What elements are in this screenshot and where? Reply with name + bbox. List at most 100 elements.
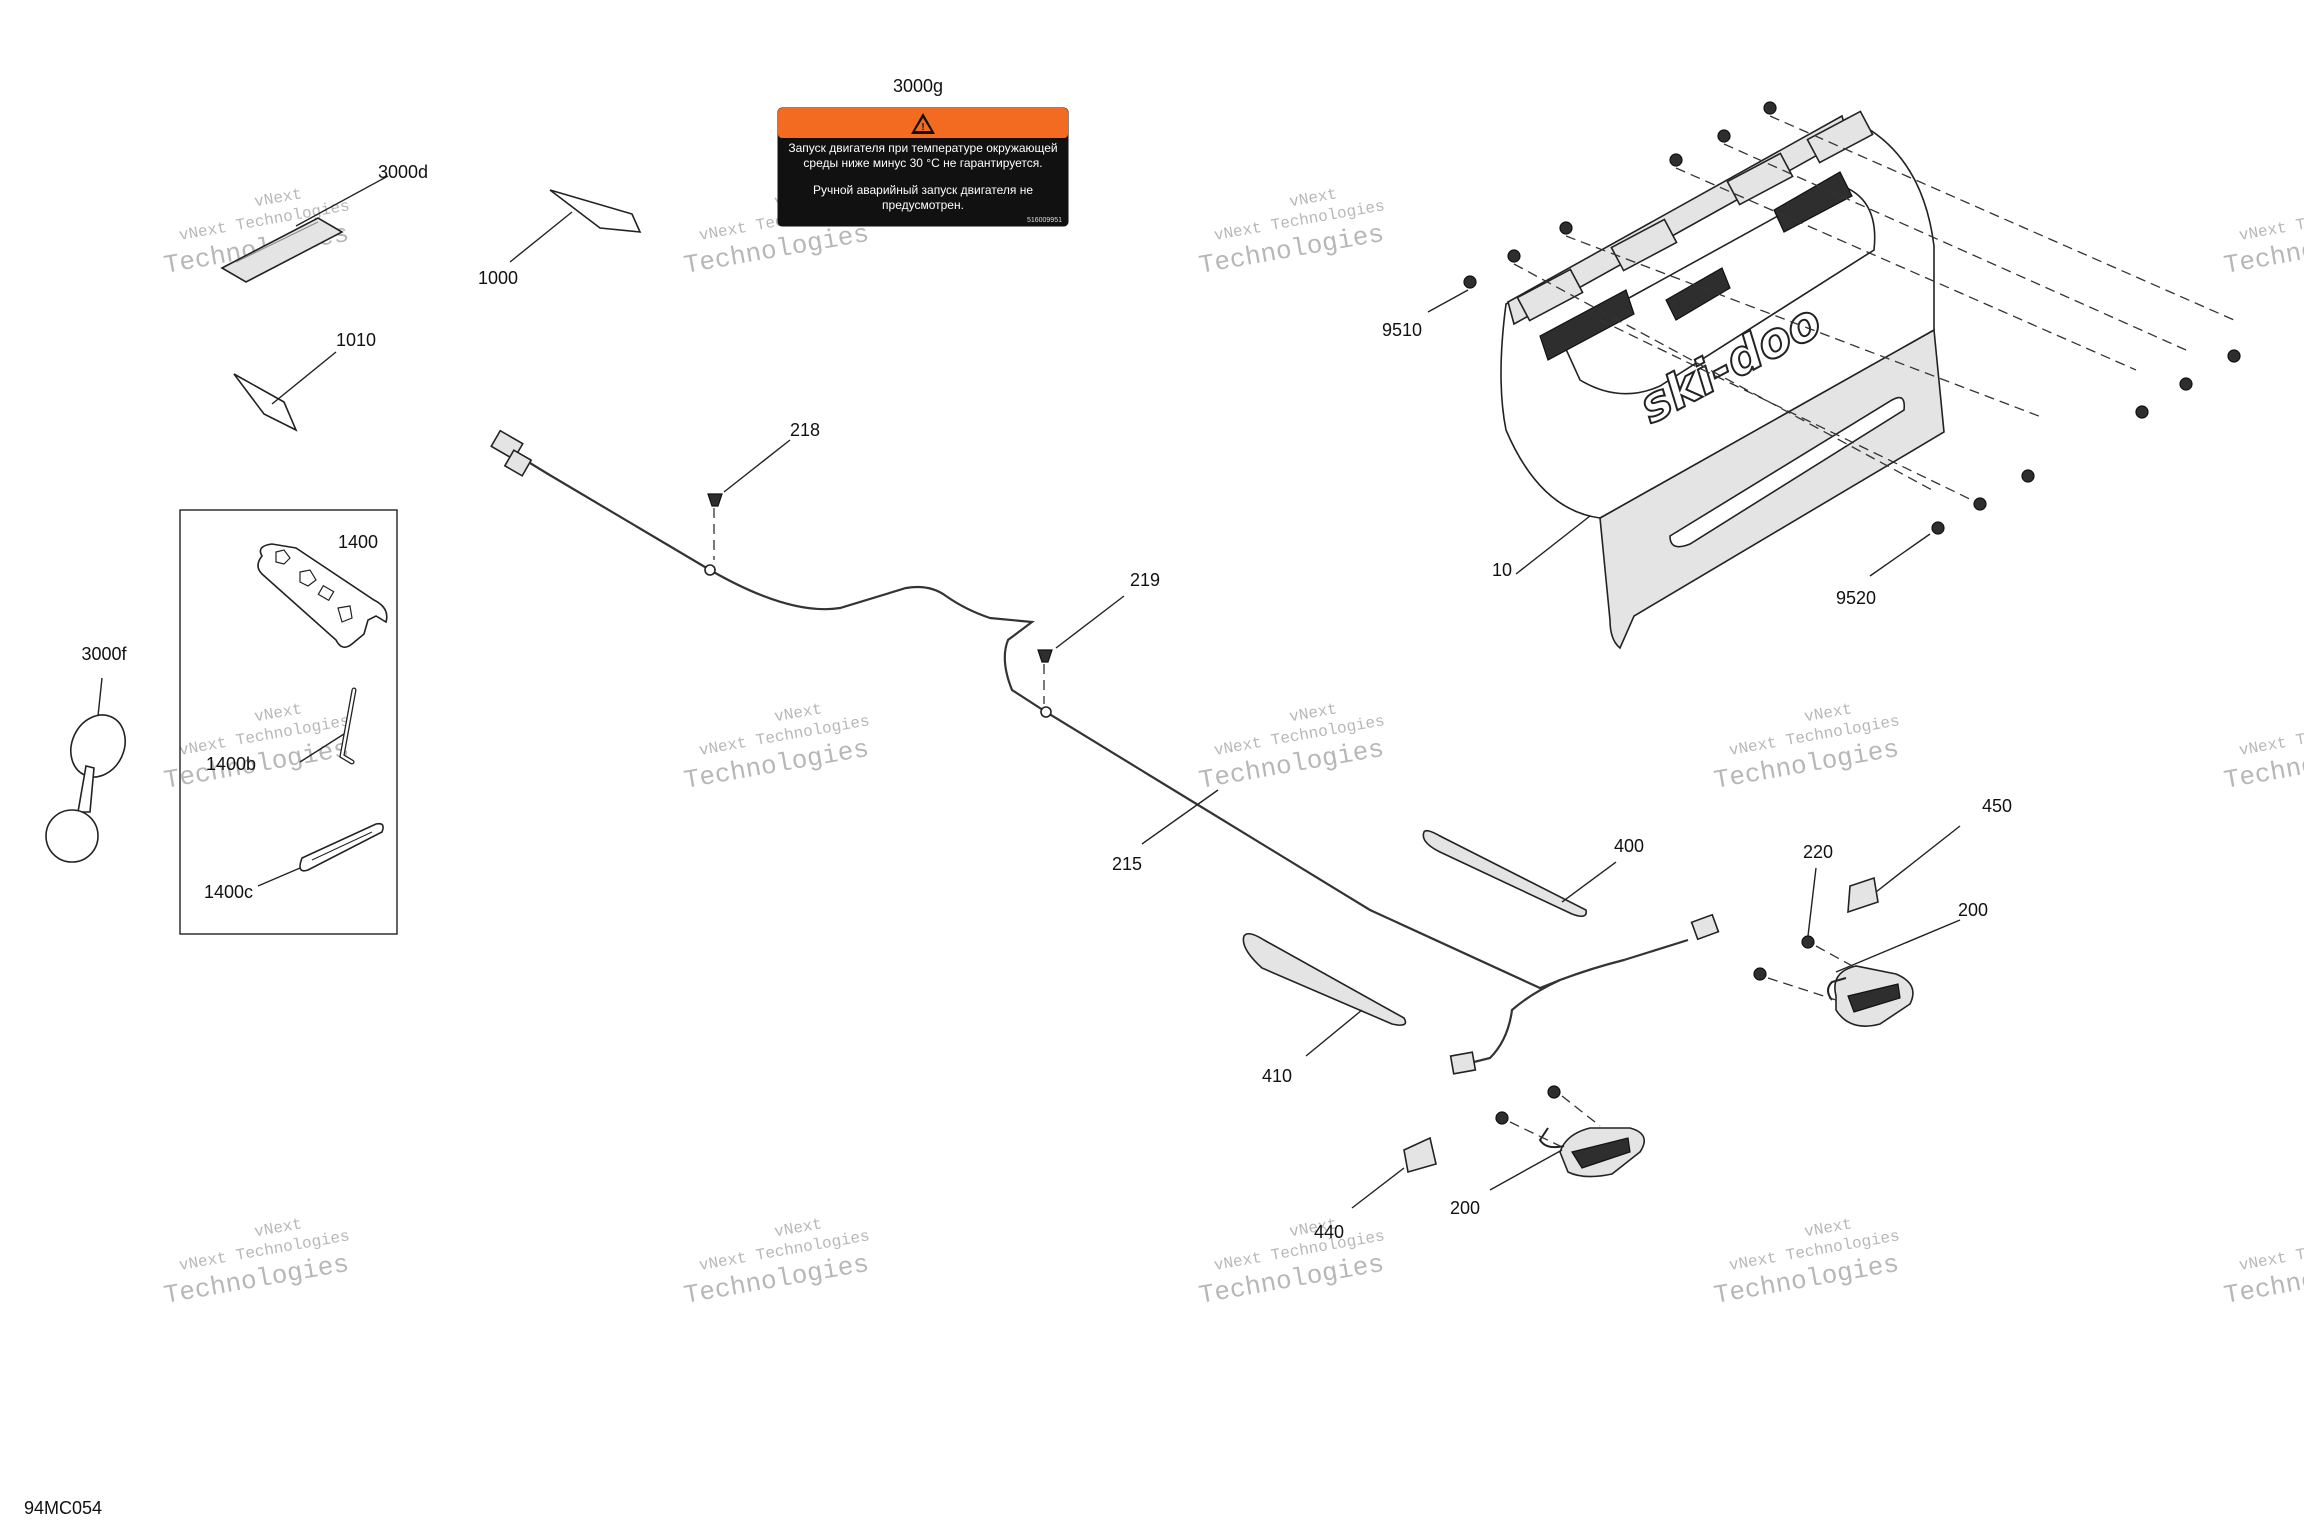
- callout-219: 219: [1130, 570, 1160, 590]
- hinge-bracket-2: [1610, 218, 1678, 272]
- reflector-400-shape: [1422, 829, 1588, 918]
- callout-215: 215: [1112, 854, 1142, 874]
- leader-450: [1875, 825, 1961, 893]
- reflector-410: [1242, 932, 1407, 1057]
- dash-220-d: [1509, 1121, 1561, 1147]
- leader-219: [1055, 595, 1125, 649]
- decal-3000g-code: 516009951: [1027, 217, 1062, 224]
- screw-9520-e: [2179, 377, 2193, 391]
- dash-220-b: [1767, 977, 1837, 1001]
- grip-pad-left: [1539, 289, 1635, 361]
- dash-screw-3: [1675, 167, 2137, 371]
- washer-9510-b: [1507, 249, 1521, 263]
- callout-9520: 9520: [1836, 588, 1876, 608]
- callout-1400: 1400: [338, 532, 378, 552]
- hex-key-1400b: [299, 687, 357, 765]
- callout-220: 220: [1803, 842, 1833, 862]
- grip-pad-right: [1773, 171, 1853, 233]
- washer-9510-c: [1559, 221, 1573, 235]
- rear-cover-10: ski-doo: [1500, 110, 1945, 650]
- callout-1000: 1000: [478, 268, 518, 288]
- reflector-400: [1422, 829, 1617, 918]
- light-200-left-lens: [1571, 1137, 1631, 1169]
- watermark-layer: vNext Technologies Technologies vNext vN…: [162, 185, 2304, 1311]
- leader-200-left: [1489, 1149, 1563, 1191]
- decal-440: [1351, 1136, 1437, 1209]
- washer-9510-e: [1717, 129, 1731, 143]
- tool-kit-frame: [179, 509, 398, 935]
- harness-branch-wire: [1465, 979, 1561, 1066]
- leader-3000d: [295, 175, 389, 227]
- decal-3000g: ! Запуск двигателя при температуре окруж…: [777, 107, 1069, 227]
- callout-400: 400: [1614, 836, 1644, 856]
- watermark: vNext Technologies Technologies vNext: [1197, 185, 1387, 281]
- wiring-harness-215: [490, 429, 1720, 1075]
- dash-screw-2: [1565, 235, 2045, 419]
- watermark: vNext Technologies Technologies vNext: [1712, 700, 1902, 796]
- leader-1000: [509, 211, 573, 263]
- decal-3000d: [220, 175, 389, 283]
- strap-1400c: [257, 822, 384, 887]
- callout-1010: 1010: [336, 330, 376, 350]
- decal-1010-shape: [233, 373, 298, 432]
- nut-220-a: [1801, 935, 1815, 949]
- callout-1400b: 1400b: [206, 754, 256, 774]
- mirror-head: [70, 714, 126, 778]
- callout-218: 218: [790, 420, 820, 440]
- washer-9510-d: [1669, 153, 1683, 167]
- leader-440: [1351, 1167, 1405, 1209]
- decal-450-shape: [1847, 876, 1879, 914]
- hinge-bracket-1: [1516, 268, 1584, 322]
- callout-3000d: 3000d: [378, 162, 428, 182]
- screw-9520-a: [1931, 521, 1945, 535]
- leader-410: [1305, 1009, 1363, 1057]
- cable-tie-219-shape: [1037, 649, 1053, 663]
- mirror-stem: [77, 765, 95, 813]
- nut-220-d: [1495, 1111, 1509, 1125]
- strap-1400c-shape: [299, 822, 384, 872]
- light-200-left: [1489, 1127, 1646, 1191]
- mirror-base: [45, 809, 99, 863]
- warning-exclamation: !: [921, 122, 924, 133]
- dash-220-a: [1815, 945, 1857, 969]
- callout-200-right: 200: [1958, 900, 1988, 920]
- decal-1000-shape: [549, 189, 642, 233]
- strap-1400c-slot: [311, 831, 373, 861]
- callout-1400c: 1400c: [204, 882, 253, 902]
- light-200-left-wire: [1538, 1127, 1565, 1149]
- harness-connector-right: [1690, 913, 1720, 941]
- rear-cover-lower-slot: [1669, 396, 1906, 548]
- hinge-bracket-3: [1726, 152, 1794, 206]
- leader-3000f: [97, 677, 103, 717]
- hex-key-fill: [340, 688, 356, 764]
- decal-3000g-line2: среды ниже минус 30 °С не гарантируется.: [803, 156, 1042, 170]
- callout-3000f: 3000f: [81, 644, 127, 664]
- leader-1400c: [257, 867, 301, 887]
- cable-tie-219: [1037, 595, 1125, 704]
- leader-400: [1561, 861, 1617, 903]
- wrench-hole-4: [337, 605, 353, 623]
- wrench-hole-1: [275, 549, 291, 565]
- leader-215: [1141, 789, 1219, 845]
- screw-9520-c: [2021, 469, 2035, 483]
- cable-tie-218: [707, 439, 791, 560]
- leader-10: [1515, 515, 1591, 575]
- leader-9510: [1427, 289, 1469, 313]
- watermark: vNext Technologies Technologies vNext: [1197, 1215, 1387, 1311]
- dash-screw-6: [1599, 319, 1981, 505]
- decal-3000d-shape: [220, 217, 344, 283]
- harness-main-wire: [511, 451, 1689, 990]
- decal-440-shape: [1403, 1136, 1437, 1174]
- decal-3000g-line4: предусмотрен.: [882, 198, 964, 212]
- harness-connector-rear-2: [503, 449, 533, 477]
- mirror-3000f: [45, 677, 126, 863]
- figure-id: 94MC054: [24, 1498, 102, 1518]
- watermark: vNext Technologies Technologies vNext: [162, 1215, 352, 1311]
- callout-10: 10: [1492, 560, 1512, 580]
- dash-screw-5: [1769, 115, 2235, 321]
- cable-tie-218-shape: [707, 493, 723, 507]
- callout-410: 410: [1262, 1066, 1292, 1086]
- dash-220-c: [1561, 1095, 1601, 1127]
- nuts-220: [1495, 867, 1857, 1147]
